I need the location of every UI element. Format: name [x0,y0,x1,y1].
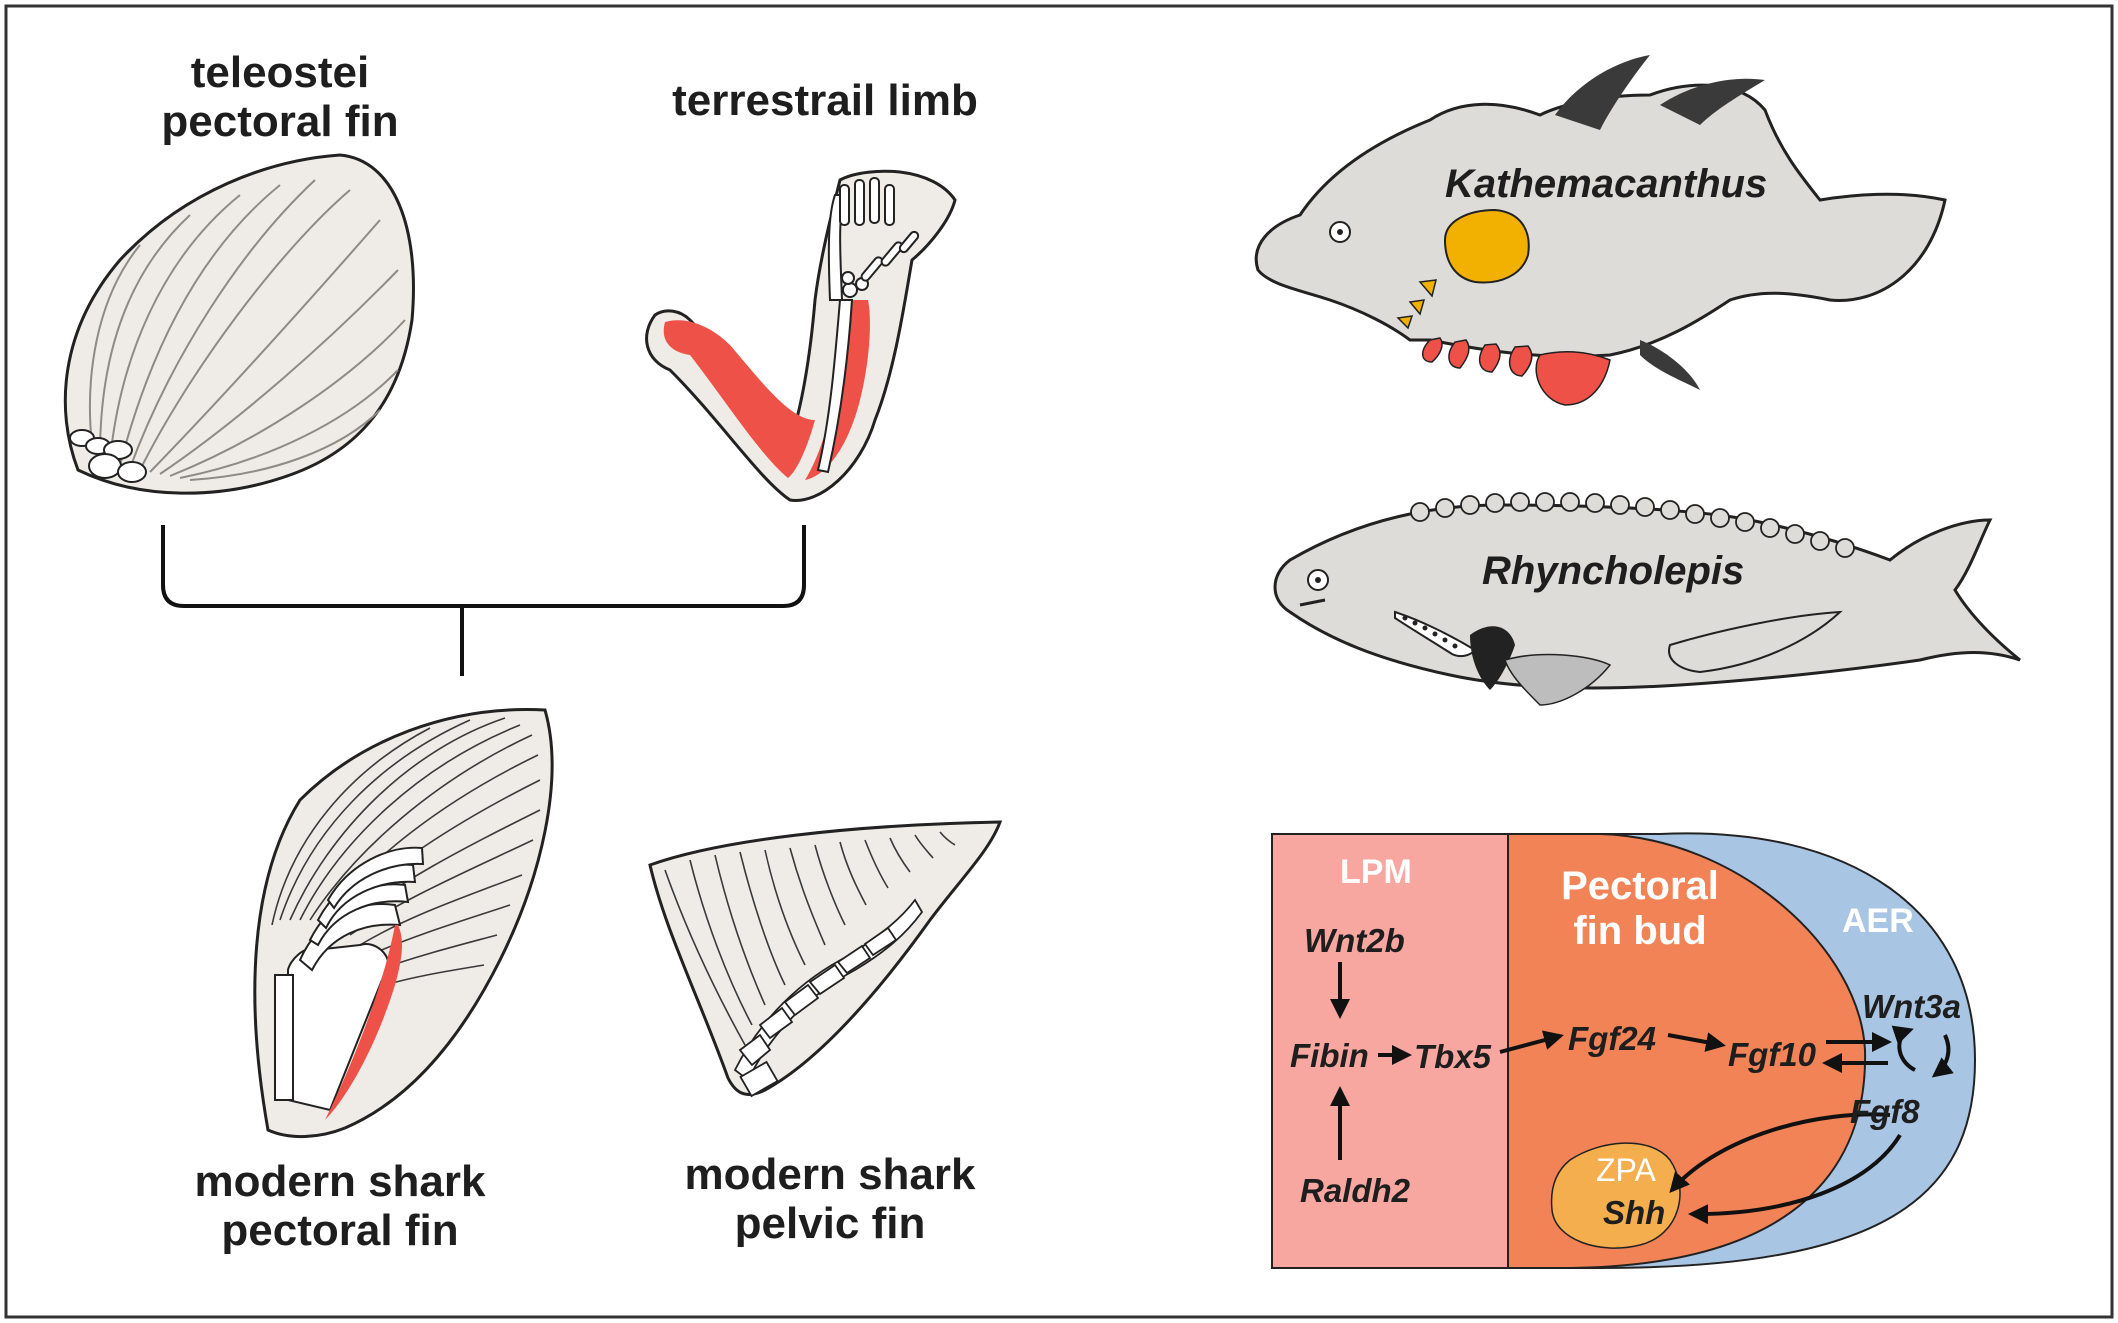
gene-tbx5: Tbx5 [1414,1038,1492,1075]
shark-pectoral-line-2: pectoral fin [221,1206,459,1256]
teleostei-line-1: teleostei [190,48,370,97]
gene-wnt3a: Wnt3a [1862,988,1961,1025]
lpm-region [1271,833,1509,1269]
shark-pelvic-line-1: modern shark [684,1150,976,1199]
shark-pelvic-line-2: pelvic fin [734,1199,926,1249]
rhyncholepis-fish-drawing [1273,492,2021,706]
terrestrial-limb-drawing [645,169,957,502]
phylogeny-bracket [161,525,806,676]
gene-shh: Shh [1603,1194,1666,1231]
gene-fibin: Fibin [1290,1037,1369,1074]
lpm-label: LPM [1340,853,1412,891]
pectoral-fin-bud-label: Pectoral fin bud [1530,864,1750,954]
fin-bud-signaling-diagram [1271,832,1977,1269]
shark-pectoral-fin-drawing [253,708,554,1138]
gene-raldh2: Raldh2 [1300,1172,1411,1209]
aer-label: AER [1842,902,1914,940]
gene-fgf8: Fgf8 [1850,1093,1920,1130]
terrestrial-limb-line: terrestrail limb [672,76,978,125]
gene-fgf24: Fgf24 [1568,1020,1657,1057]
fin-bud-line: fin bud [1573,908,1707,953]
gene-fgf10: Fgf10 [1728,1036,1817,1073]
terrestrial-limb-label: terrestrail limb [640,76,1010,125]
pectoral-line: Pectoral [1561,864,1719,908]
shark-pelvic-label: modern shark pelvic fin [660,1150,1000,1249]
teleost-pectoral-fin-drawing [63,153,415,495]
kathemacanthus-label: Kathemacanthus [1445,162,1768,206]
shark-pelvic-fin-drawing [648,820,1003,1098]
shark-pectoral-label: modern shark pectoral fin [170,1157,510,1256]
teleostei-label: teleostei pectoral fin [130,48,430,147]
gene-wnt2b: Wnt2b [1304,922,1405,959]
zpa-label: ZPA [1596,1152,1656,1188]
zpa-region [1550,1142,1681,1249]
rhyncholepis-label: Rhyncholepis [1482,549,1745,593]
shark-pectoral-line-1: modern shark [194,1157,486,1206]
teleostei-line-2: pectoral fin [161,97,399,147]
kathemacanthus-fish-drawing [1254,55,1947,406]
